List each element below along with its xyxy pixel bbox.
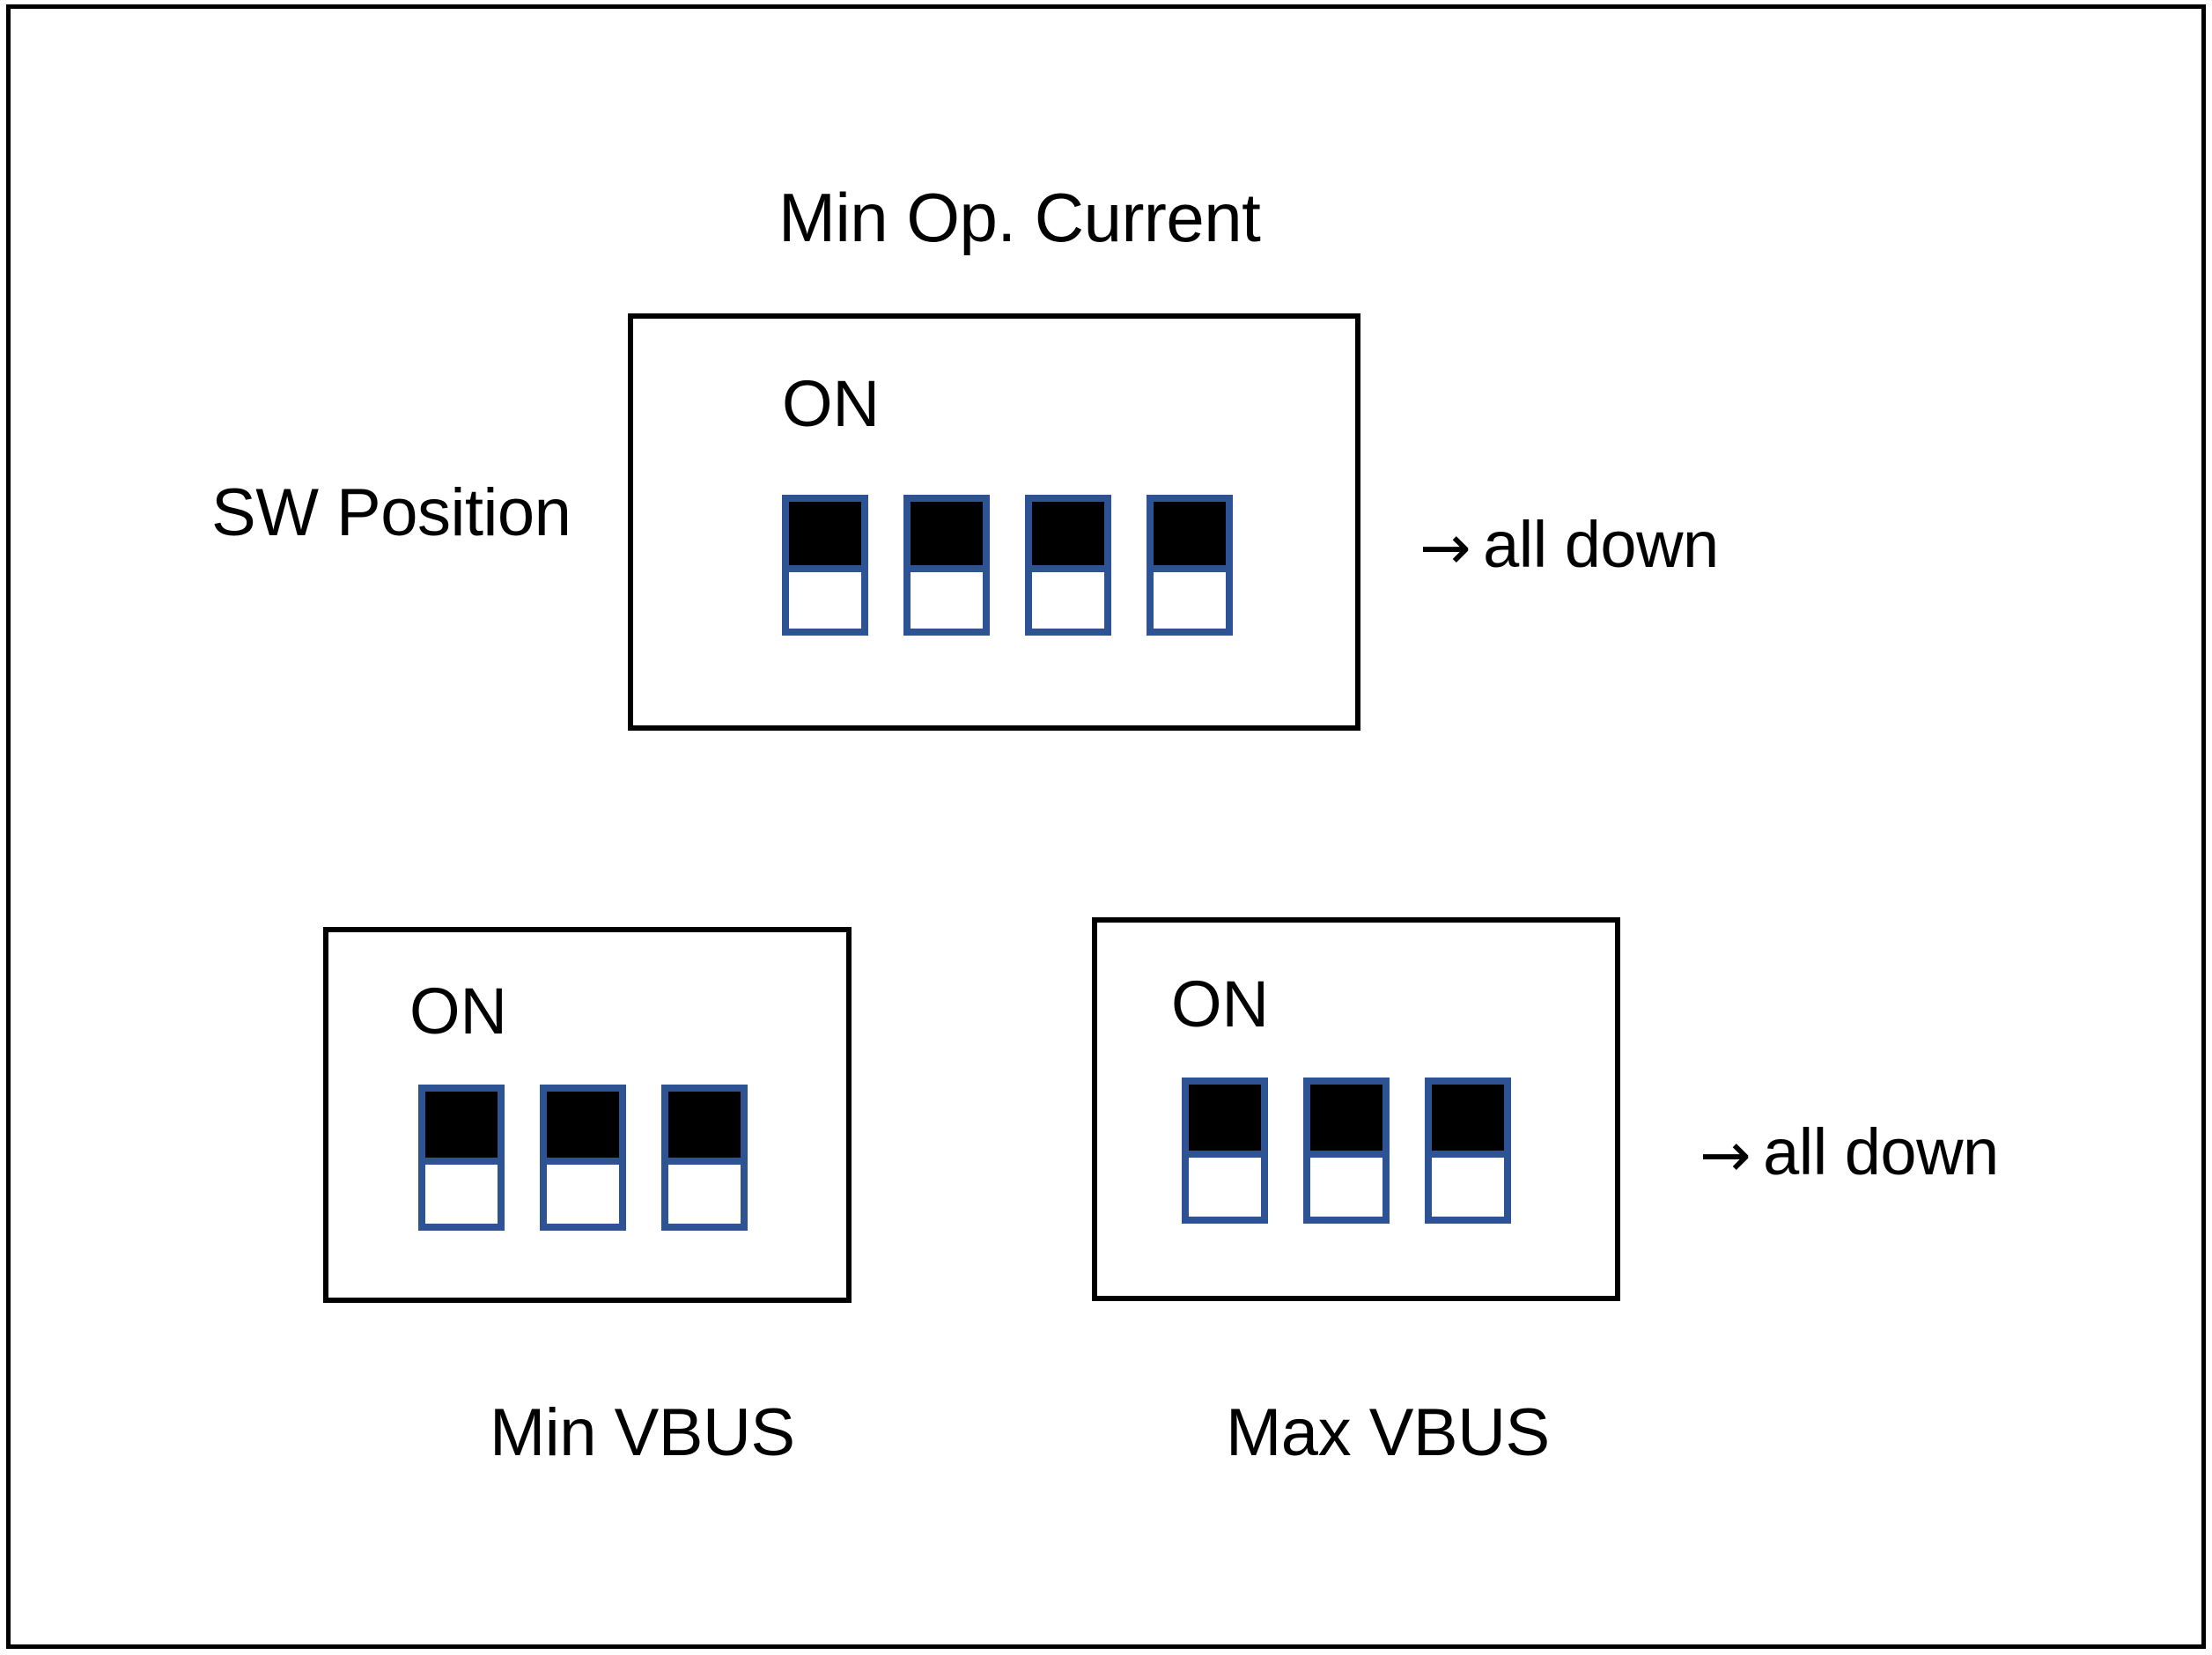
- dip-switch-minvbus-1[interactable]: [418, 1085, 505, 1231]
- dip-switch-4-lower: [1154, 565, 1226, 629]
- note-all-down-bottom-text: all down: [1763, 1115, 1999, 1188]
- switch-row-min-op-current[interactable]: [782, 495, 1233, 636]
- dip-switch-maxvbus-2[interactable]: [1303, 1078, 1390, 1224]
- arrow-right-icon: →: [1419, 511, 1471, 584]
- dip-switch-1[interactable]: [782, 495, 868, 636]
- on-label-max-vbus: ON: [1171, 967, 1269, 1041]
- caption-max-vbus: Max VBUS: [1226, 1395, 1550, 1470]
- dip-switch-2-upper: [911, 502, 983, 565]
- dip-switch-3-upper: [1032, 502, 1104, 565]
- dip-switch-2[interactable]: [903, 495, 990, 636]
- dip-switch-maxvbus-3-lower: [1432, 1151, 1504, 1217]
- dip-switch-maxvbus-2-upper: [1310, 1085, 1382, 1151]
- dip-switch-2-lower: [911, 565, 983, 629]
- switch-package-min-op-current[interactable]: [628, 313, 1360, 731]
- dip-switch-minvbus-3[interactable]: [661, 1085, 748, 1231]
- note-all-down-bottom: →all down: [1700, 1120, 1999, 1187]
- dip-switch-minvbus-3-upper: [668, 1092, 741, 1158]
- dip-switch-minvbus-3-lower: [668, 1158, 741, 1224]
- dip-switch-maxvbus-3-upper: [1432, 1085, 1504, 1151]
- on-label-min-vbus: ON: [409, 975, 507, 1048]
- on-label-min-op-current: ON: [782, 367, 880, 440]
- dip-switch-4[interactable]: [1147, 495, 1233, 636]
- dip-switch-maxvbus-1-lower: [1189, 1151, 1261, 1217]
- note-all-down-top: →all down: [1419, 512, 1719, 579]
- switch-row-min-vbus[interactable]: [418, 1085, 748, 1231]
- arrow-right-icon-2: →: [1700, 1119, 1751, 1191]
- dip-switch-maxvbus-3[interactable]: [1425, 1078, 1511, 1224]
- title-min-op-current: Min Op. Current: [778, 179, 1261, 256]
- dip-switch-minvbus-1-upper: [425, 1092, 498, 1158]
- dip-switch-4-upper: [1154, 502, 1226, 565]
- dip-switch-3[interactable]: [1025, 495, 1111, 636]
- dip-switch-1-upper: [789, 502, 861, 565]
- dip-switch-minvbus-2-lower: [547, 1158, 619, 1224]
- dip-switch-minvbus-2[interactable]: [540, 1085, 626, 1231]
- dip-switch-maxvbus-2-lower: [1310, 1151, 1382, 1217]
- label-sw-position: SW Position: [211, 475, 571, 550]
- dip-switch-minvbus-2-upper: [547, 1092, 619, 1158]
- dip-switch-maxvbus-1-upper: [1189, 1085, 1261, 1151]
- caption-min-vbus: Min VBUS: [490, 1395, 795, 1470]
- dip-switch-1-lower: [789, 565, 861, 629]
- dip-switch-maxvbus-1[interactable]: [1182, 1078, 1268, 1224]
- dip-switch-3-lower: [1032, 565, 1104, 629]
- note-all-down-top-text: all down: [1483, 508, 1719, 581]
- dip-switch-minvbus-1-lower: [425, 1158, 498, 1224]
- switch-row-max-vbus[interactable]: [1182, 1078, 1511, 1224]
